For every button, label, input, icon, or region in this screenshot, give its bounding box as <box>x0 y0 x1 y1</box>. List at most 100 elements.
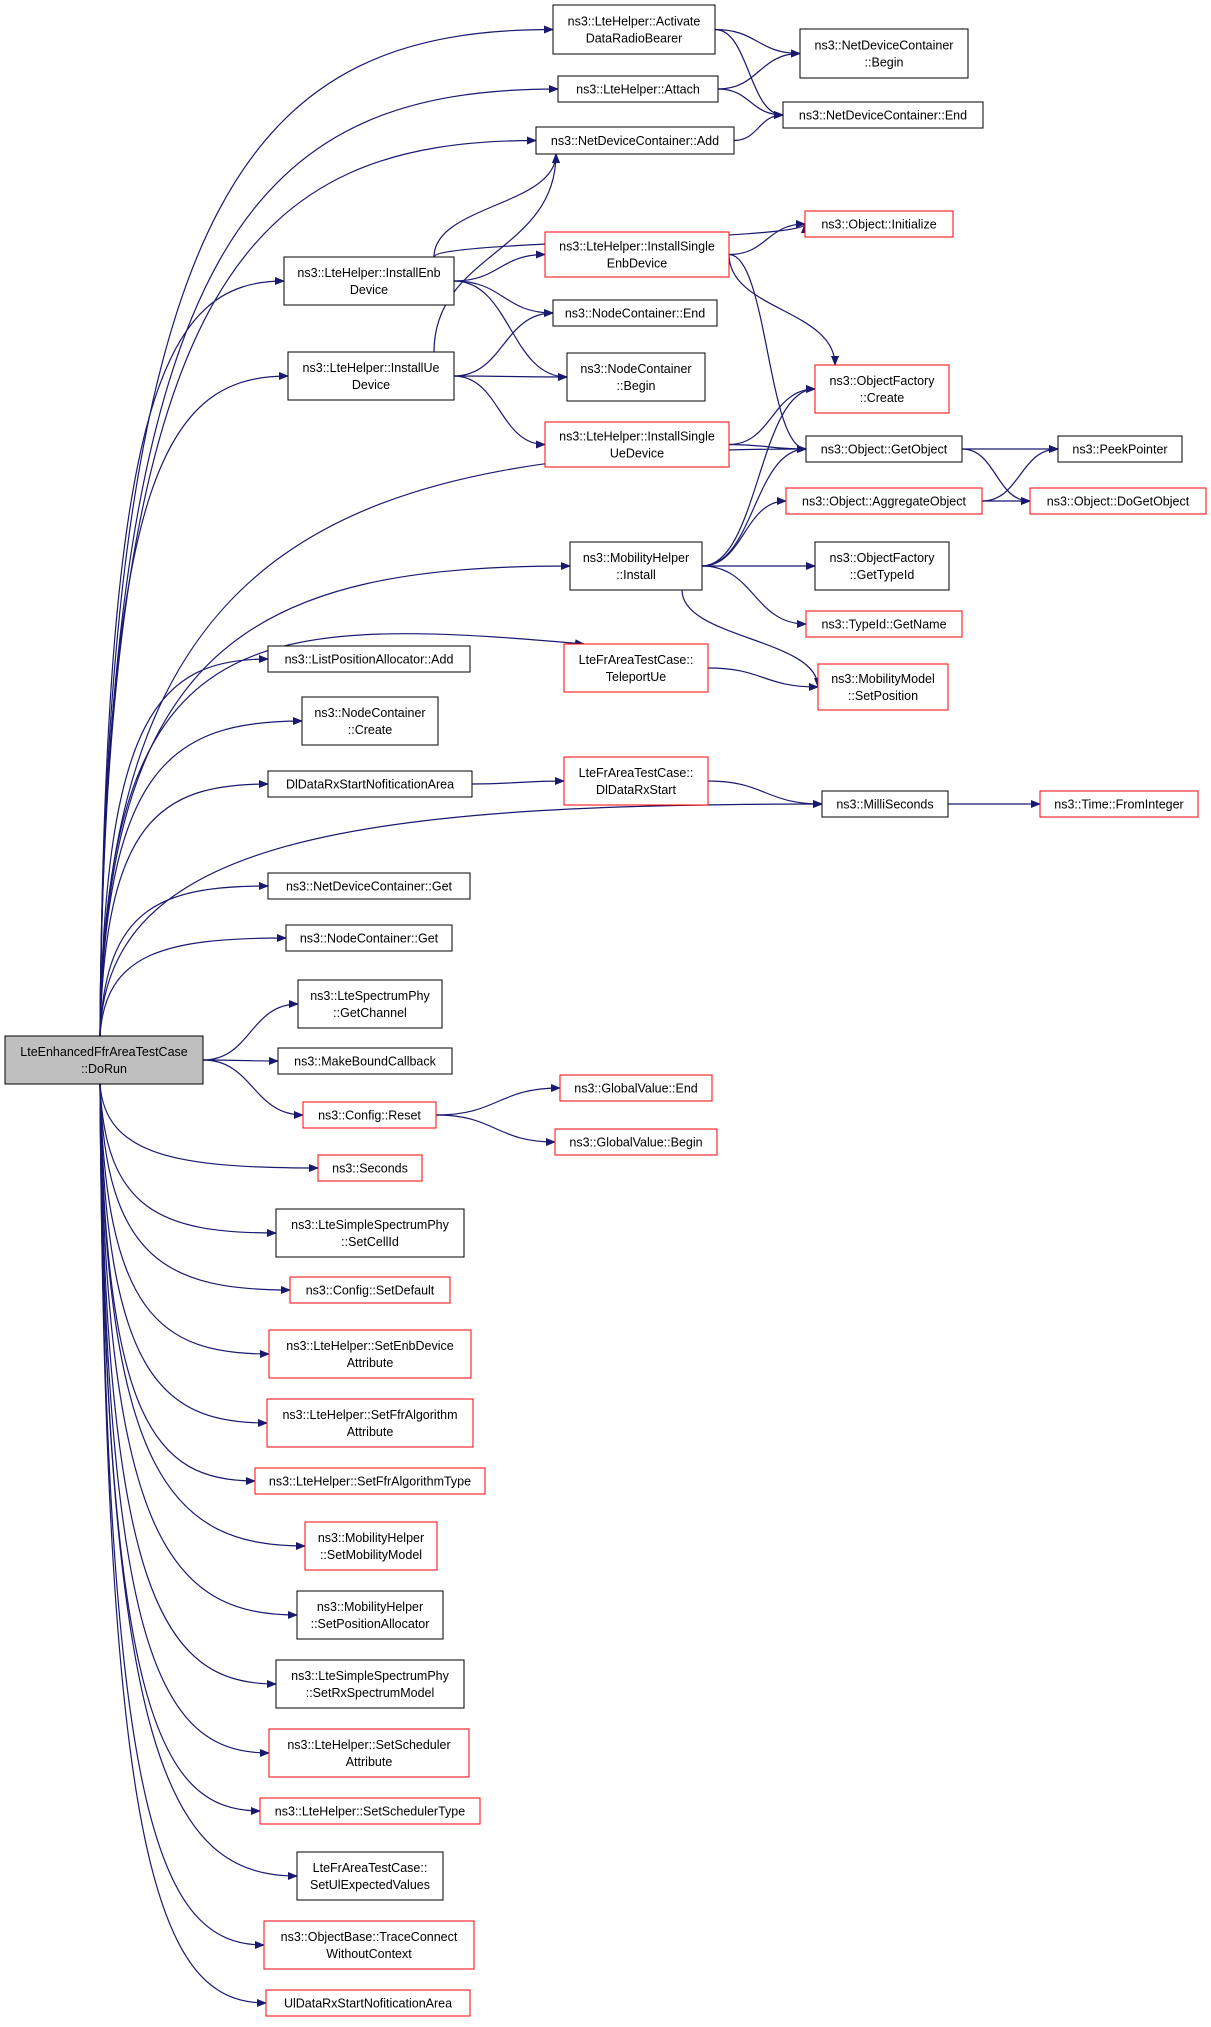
node-box <box>814 364 950 414</box>
function-node-n-nc-get[interactable]: ns3::NodeContainer::Get <box>285 924 453 952</box>
function-node-n-aggregate[interactable]: ns3::Object::AggregateObject <box>785 487 983 515</box>
call-edge-root-to-n_set_ffr_type <box>99 1083 256 1485</box>
function-node-n-lpa-add[interactable]: ns3::ListPositionAllocator::Add <box>267 645 471 673</box>
function-node-n-ltespec-getchannel[interactable]: ns3::LteSpectrumPhy::GetChannel <box>297 979 443 1029</box>
node-label: ns3::LteHelper::Activate <box>568 15 701 29</box>
node-box <box>275 1659 465 1709</box>
function-node-n-config-reset[interactable]: ns3::Config::Reset <box>302 1101 437 1129</box>
call-edge-root-to-n_makebound <box>202 1056 279 1065</box>
function-node-n-set-sched-type[interactable]: ns3::LteHelper::SetSchedulerType <box>259 1797 481 1825</box>
function-node-n-teleport[interactable]: LteFrAreaTestCase::TeleportUe <box>563 643 709 693</box>
node-label: ns3::NetDeviceContainer::Add <box>551 134 719 148</box>
function-node-n-lssp-setcellid[interactable]: ns3::LteSimpleSpectrumPhy::SetCellId <box>275 1208 465 1258</box>
function-node-n-set-ul-expected[interactable]: LteFrAreaTestCase::SetUlExpectedValues <box>296 1851 444 1901</box>
function-node-n-dogetobject[interactable]: ns3::Object::DoGetObject <box>1029 487 1207 515</box>
call-edge-root-to-n_install_ue <box>99 372 289 1037</box>
function-node-n-getobject[interactable]: ns3::Object::GetObject <box>805 435 963 463</box>
function-node-n-time-fromint[interactable]: ns3::Time::FromInteger <box>1039 790 1199 818</box>
function-node-n-gv-begin[interactable]: ns3::GlobalValue::Begin <box>554 1128 718 1156</box>
function-node-n-ndc-end[interactable]: ns3::NetDeviceContainer::End <box>782 101 984 129</box>
function-node-n-mobility-install[interactable]: ns3::MobilityHelper::Install <box>569 541 703 591</box>
node-box <box>563 643 709 693</box>
node-box <box>804 210 954 238</box>
call-edge-n_activate-to-n_ndc_end <box>714 28 784 119</box>
node-label: ns3::ObjectFactory <box>830 374 936 388</box>
call-edge-n_attach-to-n_ndc_end <box>717 88 784 119</box>
node-box <box>268 1728 470 1778</box>
function-node-n-nc-end[interactable]: ns3::NodeContainer::End <box>552 299 718 327</box>
function-node-n-of-create[interactable]: ns3::ObjectFactory::Create <box>814 364 950 414</box>
function-node-n-dl-notif[interactable]: DlDataRxStartNofiticationArea <box>267 770 473 798</box>
node-label: ::DoRun <box>81 1062 127 1076</box>
node-box <box>1057 435 1183 463</box>
call-edge-root-to-n_ul_notif <box>99 1083 267 2007</box>
function-node-n-dl-start[interactable]: LteFrAreaTestCase::DlDataRxStart <box>563 756 709 806</box>
call-edge-root-to-n_lssp_setrx <box>99 1083 277 1688</box>
call-edge-n_attach-to-n_ndc_begin <box>717 49 801 90</box>
call-edge-n_mobility_install-to-n_typeid_getname <box>701 565 807 628</box>
function-node-n-config-setdefault[interactable]: ns3::Config::SetDefault <box>289 1276 451 1304</box>
call-edge-n_mobility_install-to-n_getobject <box>701 445 807 567</box>
function-node-n-mm-setposition[interactable]: ns3::MobilityModel::SetPosition <box>817 663 949 711</box>
call-edge-root-to-n_nc_create <box>99 717 303 1037</box>
function-node-n-nc-begin[interactable]: ns3::NodeContainer::Begin <box>566 352 706 402</box>
node-label: ns3::MilliSeconds <box>836 798 933 812</box>
node-box <box>799 28 969 79</box>
node-box <box>289 1276 451 1304</box>
function-node-n-of-gettypeid[interactable]: ns3::ObjectFactory::GetTypeId <box>814 541 950 591</box>
node-box <box>552 299 718 327</box>
function-node-n-makebound[interactable]: ns3::MakeBoundCallback <box>277 1047 453 1075</box>
function-node-n-attach[interactable]: ns3::LteHelper::Attach <box>557 75 719 103</box>
node-label: ns3::LteHelper::InstallSingle <box>559 430 715 444</box>
function-node-n-seconds[interactable]: ns3::Seconds <box>317 1154 423 1182</box>
function-node-n-typeid-getname[interactable]: ns3::TypeId::GetName <box>805 610 963 638</box>
call-edge-n_install_enb-to-n_nc_begin <box>453 280 568 381</box>
function-node-n-object-initialize[interactable]: ns3::Object::Initialize <box>804 210 954 238</box>
function-node-n-set-ffr-type[interactable]: ns3::LteHelper::SetFfrAlgorithmType <box>254 1467 486 1495</box>
call-edge-root-to-n_set_mobility <box>99 1083 306 1550</box>
call-edge-root-to-n_trace_connect <box>99 1083 265 1949</box>
function-node-n-set-posalloc[interactable]: ns3::MobilityHelper::SetPositionAllocato… <box>296 1590 444 1640</box>
function-node-n-millis[interactable]: ns3::MilliSeconds <box>821 790 949 818</box>
call-edge-root-to-n_ndc_add <box>99 136 537 1037</box>
node-box <box>266 1398 474 1448</box>
function-node-n-trace-connect[interactable]: ns3::ObjectBase::TraceConnectWithoutCont… <box>263 1920 475 1970</box>
function-node-n-lssp-setrx[interactable]: ns3::LteSimpleSpectrumPhy::SetRxSpectrum… <box>275 1659 465 1709</box>
call-edge-root-to-n_seconds <box>99 1083 319 1172</box>
node-box <box>304 1521 438 1571</box>
function-node-n-ndc-add[interactable]: ns3::NetDeviceContainer::Add <box>535 126 735 155</box>
node-label: ns3::LteHelper::InstallEnb <box>297 266 440 280</box>
function-node-n-gv-end[interactable]: ns3::GlobalValue::End <box>559 1074 713 1102</box>
node-box <box>535 126 735 155</box>
function-node-n-ul-notif[interactable]: UlDataRxStartNofiticationArea <box>265 1989 471 2017</box>
function-node-n-nc-create[interactable]: ns3::NodeContainer::Create <box>301 696 439 746</box>
node-box <box>805 435 963 463</box>
function-node-n-ndc-begin[interactable]: ns3::NetDeviceContainer::Begin <box>799 28 969 79</box>
node-label: ns3::LteSimpleSpectrumPhy <box>291 1218 449 1232</box>
node-box <box>263 1920 475 1970</box>
function-node-root[interactable]: LteEnhancedFfrAreaTestCase::DoRun <box>4 1035 204 1085</box>
function-node-n-ndc-get[interactable]: ns3::NetDeviceContainer::Get <box>267 872 471 900</box>
node-label: ::SetCellId <box>341 1235 399 1249</box>
function-node-n-peekpointer[interactable]: ns3::PeekPointer <box>1057 435 1183 463</box>
node-box <box>1029 487 1207 515</box>
node-box <box>544 231 730 278</box>
function-node-n-set-mobility[interactable]: ns3::MobilityHelper::SetMobilityModel <box>304 1521 438 1571</box>
call-edge-n_aggregate-to-n_peekpointer <box>981 445 1059 502</box>
node-label: Device <box>350 283 388 297</box>
call-edge-n_install_ue-to-n_ndc_add <box>433 153 560 353</box>
node-label: ns3::ObjectFactory <box>830 551 936 565</box>
node-label: ns3::NodeContainer <box>580 362 691 376</box>
node-box <box>285 924 453 952</box>
node-label: LteFrAreaTestCase:: <box>313 1861 428 1875</box>
node-label: ::SetPositionAllocator <box>311 1617 430 1631</box>
call-edge-n_install_enb-to-n_install_single_enb <box>453 250 546 282</box>
